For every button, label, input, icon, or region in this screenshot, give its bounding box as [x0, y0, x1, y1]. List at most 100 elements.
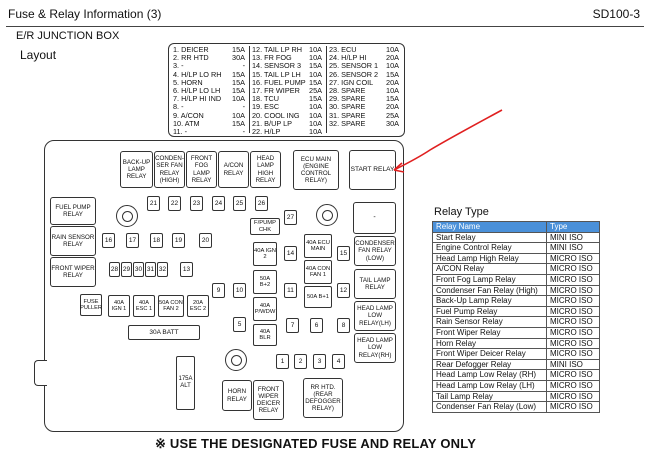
fuse-1: 1: [276, 354, 289, 369]
fuse-16: 16: [102, 233, 115, 248]
legend-entry-name: 22. H/LP: [252, 127, 281, 137]
fuse-ecu-main-40a: 40A ECU MAIN: [304, 234, 332, 258]
fuse-2: 2: [294, 354, 307, 369]
fuse-con-fan-2: 50A CON FAN 2: [158, 295, 184, 317]
header-divider: [6, 26, 644, 27]
fuse-26: 26: [255, 196, 268, 211]
legend-entry-amp: 15A: [386, 69, 399, 79]
legend-entry-name: 29. SPARE: [329, 94, 366, 104]
legend-entry-amp: 10A: [309, 69, 322, 79]
fuse-24: 24: [212, 196, 225, 211]
legend-entry-amp: -: [242, 61, 245, 71]
legend-entry-name: 9. A/CON: [173, 110, 204, 120]
relay-type-cell: MINI ISO: [546, 358, 600, 371]
relay-type-cell: MICRO ISO: [546, 316, 600, 328]
legend-entry-name: 24. H/LP HI: [329, 53, 367, 63]
legend-entry: 29. SPARE 15A: [329, 95, 399, 103]
legend-divider: [326, 46, 327, 133]
legend-entry-name: 12. TAIL LP RH: [252, 45, 303, 54]
legend-entry-amp: 25A: [386, 110, 399, 120]
fuse-fpump-chk: F/PUMP CHK: [250, 218, 280, 235]
relay-type-cell: MICRO ISO: [546, 263, 600, 275]
bolt-terminal: [116, 205, 138, 227]
fuse-29: 29: [121, 262, 132, 277]
relay-type-cell: MICRO ISO: [546, 273, 600, 286]
legend-entry-name: 7. H/LP HI IND: [173, 94, 222, 104]
relay-type-cell: MICRO ISO: [546, 295, 600, 307]
fuse-25: 25: [233, 196, 246, 211]
fuse-30: 30: [133, 262, 144, 277]
relay-type-cell: MICRO ISO: [546, 305, 600, 318]
relay-name-cell: Rear Defogger Relay: [432, 358, 547, 371]
fuse-esc2: 20A ESC 2: [187, 295, 209, 317]
legend-entry-name: 28. SPARE: [329, 86, 366, 96]
legend-entry-name: 16. FUEL PUMP: [252, 77, 306, 87]
fuse-b1: 50A B+1: [304, 286, 332, 308]
legend-entry-amp: 20A: [386, 53, 399, 63]
legend-entry-amp: 25A: [309, 86, 322, 96]
legend-entry-amp: 15A: [232, 118, 245, 128]
legend-entry-name: 10. ATM: [173, 118, 200, 128]
legend-entry-name: 21. B/UP LP: [252, 118, 293, 128]
legend-entry-amp: 15A: [309, 61, 322, 71]
fuse-28: 28: [109, 262, 120, 277]
legend-entry-amp: 15A: [386, 94, 399, 104]
fuse-32: 32: [157, 262, 168, 277]
legend-entry-amp: 15A: [232, 77, 245, 87]
relay-acon: A/CON RELAY: [218, 151, 249, 188]
legend-entry-amp: 10A: [386, 86, 399, 96]
fuse-alt: 175A ALT: [176, 356, 195, 410]
legend-entry-name: 18. TCU: [252, 94, 280, 104]
legend-entry-amp: 10A: [232, 94, 245, 104]
legend-entry-name: 25. SENSOR 1: [329, 61, 379, 71]
legend-entry-name: 1. DEICER: [173, 45, 209, 54]
fuse-b2: 50A B+2: [253, 270, 277, 294]
relay-name-cell: Tail Lamp Relay: [432, 390, 547, 403]
column-header: Type: [546, 221, 600, 233]
legend-entry: 8. --: [173, 103, 245, 111]
fuse-puller: FUSE PULLER: [80, 294, 102, 316]
section-title: E/R JUNCTION BOX: [16, 30, 120, 42]
legend-entry-name: 17. FR WIPER: [252, 86, 300, 96]
fuse-10: 10: [233, 283, 246, 298]
fuse-6: 6: [310, 318, 323, 333]
fuse-con-fan-1: 40A CON FAN 1: [304, 260, 332, 284]
legend-entry-name: 3. -: [173, 61, 184, 71]
relay-type-cell: MICRO ISO: [546, 284, 600, 297]
legend-entry-amp: 15A: [232, 86, 245, 96]
relay-name-cell: Rain Sensor Relay: [432, 316, 547, 328]
legend-entry-name: 11. -: [173, 127, 188, 137]
legend-divider: [249, 46, 250, 133]
legend-entry-amp: 10A: [309, 110, 322, 120]
relay-backup-lamp: BACK-UP LAMP RELAY: [120, 151, 153, 188]
fuse-8: 8: [337, 318, 350, 333]
fuse-batt: 30A BATT: [128, 325, 200, 340]
relay-type-cell: MICRO ISO: [546, 326, 600, 339]
table-row: Head Lamp Low Relay (RH)MICRO ISO: [432, 369, 600, 381]
relay-type-cell: MICRO ISO: [546, 401, 600, 413]
legend-entry-amp: 15A: [232, 69, 245, 79]
fuse-12: 12: [337, 283, 350, 298]
legend-entry-amp: 15A: [309, 77, 322, 87]
relay-condenser-fan-high: CONDEN-SER FAN RELAY (HIGH): [154, 151, 185, 188]
legend-entry-amp: 20A: [386, 77, 399, 87]
relay-name-cell: Front Wiper Deicer Relay: [432, 348, 547, 360]
fuse-pwdw: 40A P/WDW: [253, 297, 277, 321]
bolt-terminal: [316, 204, 338, 226]
